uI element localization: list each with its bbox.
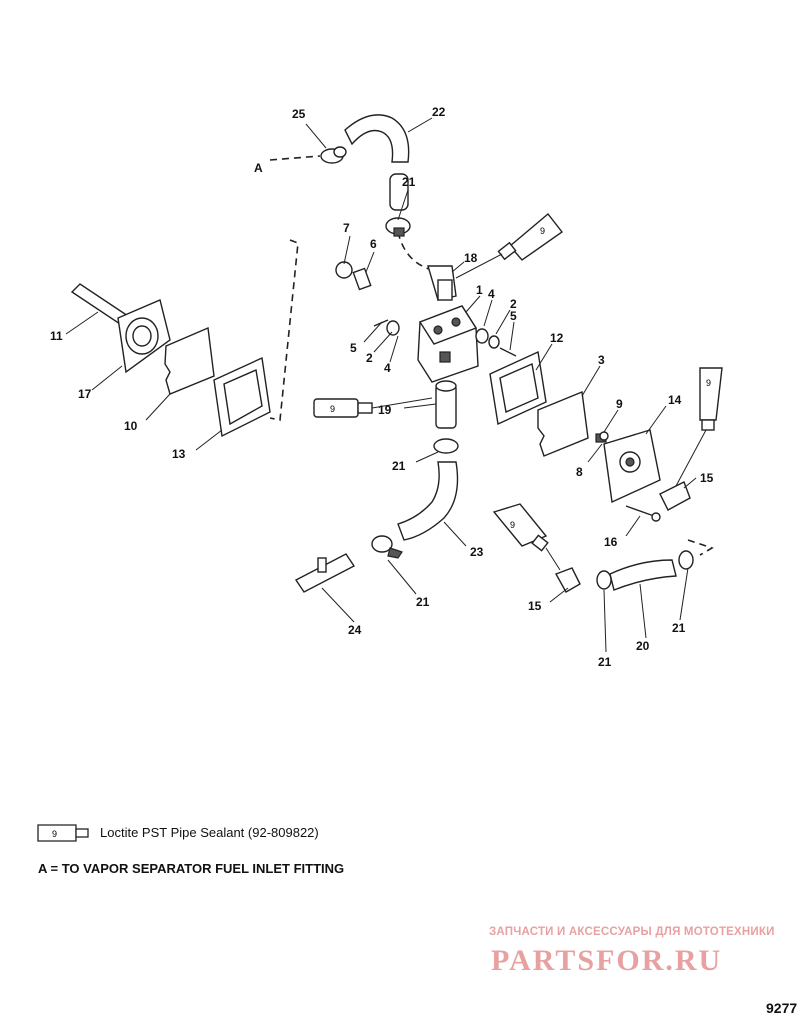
callout-17: 17 — [78, 387, 92, 401]
elbow-fitting-18 — [427, 265, 457, 301]
callout-24: 24 — [348, 623, 362, 637]
clamps-21-right — [596, 550, 694, 590]
callout-20: 20 — [636, 639, 650, 653]
elbow-15-top — [659, 481, 691, 511]
sealant-tube-top: 9 — [455, 212, 564, 279]
clamp-21-mid — [433, 438, 459, 454]
figure-number: 9277 — [766, 1000, 798, 1016]
dashed-assembly-lines — [269, 155, 714, 556]
hose-20 — [609, 559, 677, 591]
cover-14 — [603, 429, 661, 504]
watermark-logo: PARTSFOR.RU — [491, 944, 722, 976]
hose-23 — [397, 461, 459, 541]
callout-21-mid: 21 — [392, 459, 406, 473]
sealant-tube-icon: 9 — [37, 824, 89, 842]
mounting-plate-17 — [117, 299, 171, 374]
sealant-tube-left: 9 — [313, 397, 433, 418]
callout-21-right: 21 — [672, 621, 686, 635]
sealant-tube-bottom: 9 — [492, 503, 561, 571]
callout-9: 9 — [616, 397, 623, 411]
callout-16: 16 — [604, 535, 618, 549]
callout-7: 7 — [343, 221, 350, 235]
sealant-tube-right: 9 — [675, 367, 723, 487]
hose-21-top — [389, 173, 409, 211]
svg-text:9: 9 — [540, 226, 545, 236]
diaphragm-gasket-12 — [489, 350, 547, 426]
watermark-tagline: ЗАПЧАСТИ И АКСЕССУАРЫ ДЛЯ МОТОТЕХНИКИ — [489, 926, 775, 938]
svg-text:9: 9 — [330, 404, 335, 414]
callout-3: 3 — [598, 353, 605, 367]
gasket-13 — [213, 356, 271, 438]
gasket-3 — [537, 391, 589, 457]
svg-text:9: 9 — [510, 520, 515, 530]
callout-25: 25 — [292, 107, 306, 121]
callout-labels: 25 22 A 21 7 6 18 1 4 2 5 12 5 2 4 3 9 1… — [50, 105, 714, 669]
clamp-25 — [320, 146, 347, 164]
fitting-19 — [435, 380, 457, 429]
callout-15-top: 15 — [700, 471, 714, 485]
callout-4-right: 4 — [488, 287, 495, 301]
tee-fitting-24 — [294, 553, 356, 593]
callout-11: 11 — [50, 329, 63, 343]
callout-5-left: 5 — [350, 341, 357, 355]
callout-15-bottom: 15 — [528, 599, 542, 613]
svg-text:PARTSFOR.RU: PARTSFOR.RU — [491, 944, 722, 976]
hose-22 — [344, 114, 410, 163]
gasket-10 — [164, 326, 215, 395]
callout-2-right: 2 — [510, 297, 517, 311]
leader-lines — [65, 117, 697, 653]
callout-5-right: 5 — [510, 309, 517, 323]
pump-body-1 — [417, 305, 479, 383]
callout-12: 12 — [550, 331, 564, 345]
callout-21-bottom: 21 — [598, 655, 612, 669]
svg-text:9: 9 — [706, 378, 711, 388]
screw-16 — [625, 505, 661, 522]
callout-13: 13 — [172, 447, 186, 461]
callout-2-left: 2 — [366, 351, 373, 365]
small-hardware — [335, 261, 609, 443]
svg-text:9: 9 — [52, 829, 57, 839]
callout-22: 22 — [432, 105, 446, 119]
clamp-21-top — [385, 217, 411, 237]
note-a-text: A = TO VAPOR SEPARATOR FUEL INLET FITTIN… — [38, 861, 345, 876]
callout-21-lower: 21 — [416, 595, 430, 609]
callout-21-top: 21 — [402, 175, 416, 189]
callout-10: 10 — [124, 419, 138, 433]
clamp-21-lower — [371, 535, 403, 559]
callout-A: A — [254, 161, 263, 175]
callout-8: 8 — [576, 465, 583, 479]
callout-1: 1 — [476, 283, 483, 297]
callout-18: 18 — [464, 251, 478, 265]
elbow-15-bottom — [554, 567, 581, 593]
sealant-legend-text: Loctite PST Pipe Sealant (92-809822) — [100, 825, 319, 840]
callout-4-left: 4 — [384, 361, 391, 375]
callout-19: 19 — [378, 403, 392, 417]
callout-6: 6 — [370, 237, 377, 251]
callout-14: 14 — [668, 393, 682, 407]
callout-23: 23 — [470, 545, 484, 559]
